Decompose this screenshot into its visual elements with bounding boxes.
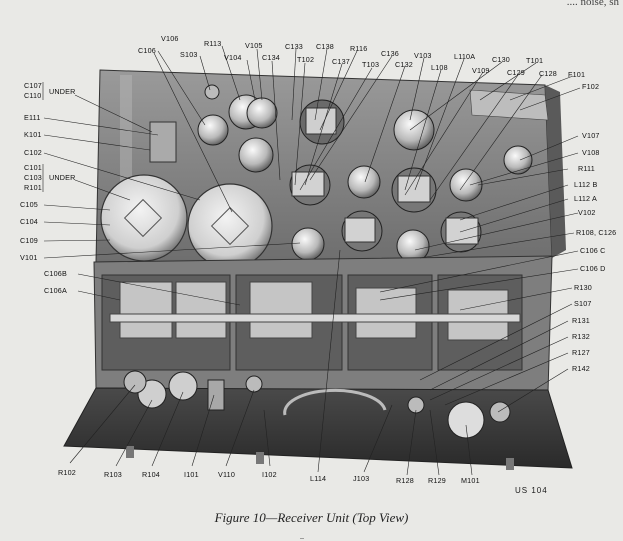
label-j103: J103 [353,474,369,483]
label-r130: R130 [574,283,592,292]
label-r132: R132 [572,332,590,341]
label-v101: V101 [20,253,38,262]
label-r103: R103 [104,470,122,479]
label-s103: S103 [180,50,198,59]
label-c106d: C106 D [580,264,606,273]
label-under-b: UNDER [49,173,76,182]
label-c103: C103 [24,173,42,182]
page-header-fragment: .... noise, sh [566,0,619,8]
label-t101: T101 [526,56,543,65]
label-under-a: UNDER [49,87,76,96]
label-l108: L108 [431,63,448,72]
label-c130: C130 [492,55,510,64]
label-l112a: L112 A [574,194,597,203]
label-k101: K101 [24,130,42,139]
label-s107: S107 [574,299,592,308]
label-v106: V106 [161,34,179,43]
label-c109: C109 [20,236,38,245]
label-l110a: L110A [454,52,475,61]
label-c105: C105 [20,200,38,209]
label-i102: I102 [262,470,277,479]
part-labels: V106 S103 R113 V104 V105 C106 C133 C138 … [20,34,616,485]
label-r102: R102 [58,468,76,477]
label-f101: F101 [568,70,585,79]
label-v109: V109 [472,66,490,75]
label-v108: V108 [582,148,600,157]
label-f102: F102 [582,82,599,91]
label-m101: M101 [461,476,480,485]
label-r104: R104 [142,470,160,479]
figure-code: US 104 [515,486,548,495]
label-r108-c126: R108, C126 [576,228,616,237]
base-plate [63,370,573,470]
label-v102: V102 [578,208,596,217]
label-c132: C132 [395,60,413,69]
label-c102: C102 [24,148,42,157]
figure-caption: Figure 10—Receiver Unit (Top View) [214,510,409,525]
label-v104: V104 [224,53,242,62]
label-t102: T102 [297,55,314,64]
label-i101: I101 [184,470,199,479]
capacitor-panel [93,255,553,393]
label-r101: R101 [24,183,42,192]
label-c106b: C106B [44,269,67,278]
label-v103: V103 [414,51,432,60]
label-c128: C128 [539,69,557,78]
coil-cans [100,174,273,269]
label-r131: R131 [572,316,590,325]
label-c106c: C106 C [580,246,606,255]
label-c133: C133 [285,42,303,51]
page-number: .. [300,532,304,541]
label-c129: C129 [507,68,525,77]
label-r116: R116 [350,44,367,53]
label-c138: C138 [316,42,334,51]
label-c110: C110 [24,91,41,100]
label-c106a: C106A [44,286,67,295]
label-t103: T103 [362,60,379,69]
label-c107: C107 [24,81,42,90]
label-r113: R113 [204,39,221,48]
label-c134: C134 [262,53,280,62]
label-r127: R127 [572,348,590,357]
label-v105: V105 [245,41,263,50]
label-r128: R128 [396,476,414,485]
label-l114: L114 [310,474,326,483]
label-v107: V107 [582,131,600,140]
label-c136: C136 [381,49,399,58]
label-c104: C104 [20,217,38,226]
label-c106: C106 [138,46,156,55]
label-c101: C101 [24,163,42,172]
label-r142: R142 [572,364,590,373]
label-c137: C137 [332,57,350,66]
label-l112b: L112 B [574,180,597,189]
label-r111: R111 [578,164,595,173]
label-e111: E111 [24,113,41,122]
label-r129: R129 [428,476,446,485]
label-v110: V110 [218,470,235,479]
leader-lines [43,45,581,476]
